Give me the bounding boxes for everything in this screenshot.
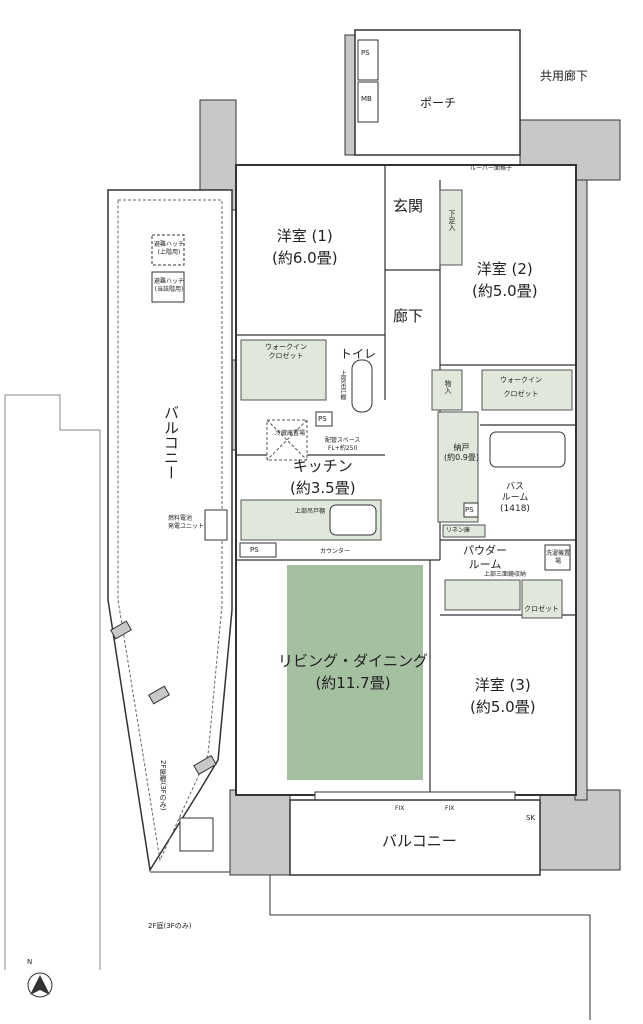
counter-label: カウンター <box>320 548 351 555</box>
sk-label: SK <box>526 814 536 822</box>
porch <box>354 29 521 156</box>
common-corridor: 共用廊下 <box>540 69 589 83</box>
mb-label: MB <box>361 95 372 103</box>
room-name: キッチン <box>292 457 353 475</box>
room-name: 洋室 (2) <box>476 260 533 278</box>
toilet-bowl <box>351 359 373 413</box>
hatch-lower-label: 避難ハッチ(当該階用) <box>154 278 184 294</box>
north-arrow-icon <box>30 975 50 995</box>
label-line: (上階用) <box>157 249 181 256</box>
living-floor <box>287 565 423 780</box>
garden-label: 2F庭(3Fのみ) <box>148 922 192 930</box>
north-label: N <box>27 958 33 966</box>
label-line: クロゼット <box>268 352 304 360</box>
room-entrance: 玄関 <box>393 197 424 215</box>
fix-label: FIX <box>445 805 455 812</box>
room-hallway: 廊下 <box>393 307 424 325</box>
label-line: (当該階用) <box>154 286 184 293</box>
room-western-3: 洋室 (3) (約5.0畳) <box>470 674 536 718</box>
room-western-1: 洋室 (1) (約6.0畳) <box>272 225 338 269</box>
ps-label: PS <box>250 546 259 554</box>
room-name: 洋室 (1) <box>276 227 333 245</box>
label-line: ウォークイン <box>500 376 542 384</box>
room-name: リビング・ダイニング <box>278 652 429 670</box>
south-balcony <box>289 799 541 876</box>
fix-label: FIX <box>395 805 405 812</box>
room-name: ルーム <box>468 558 502 571</box>
room-size: (約3.5畳) <box>290 479 356 497</box>
washer-space-label: 洗濯機置場 <box>546 550 571 565</box>
room-size: (約0.9畳) <box>444 453 479 462</box>
label-line: FL+約250 <box>328 445 358 452</box>
linen-label: リネン庫 <box>446 527 471 534</box>
room-name: 洋室 (3) <box>474 676 531 694</box>
side-balcony-label: バルコニー <box>162 405 180 480</box>
wic-1-label: ウォークインクロゼット <box>265 343 307 361</box>
side-balcony <box>107 189 233 873</box>
room-size: (約6.0畳) <box>272 249 338 267</box>
wic-2-label: ウォークインクロゼット <box>500 373 542 401</box>
room-bath: バスルーム(1418) <box>500 482 530 515</box>
garden-boundary <box>150 871 591 1020</box>
fridge-space-label: 冷蔵庫置場 <box>275 430 306 437</box>
label-line: 避難ハッチ <box>154 278 185 285</box>
ps-label: PS <box>318 415 327 423</box>
hatch-upper-label: 避難ハッチ(上階用) <box>154 241 184 257</box>
fuel-cell-label: 燃料電池発電ユニット <box>168 515 204 531</box>
louver-label: ルーバー面格子 <box>470 165 512 172</box>
bathtub <box>489 431 566 468</box>
label-line: クロゼット <box>503 390 539 398</box>
room-size: (約11.7畳) <box>315 674 391 692</box>
mirror-storage-label: 上部三面鏡収納 <box>484 571 527 578</box>
garden-outline <box>4 394 101 970</box>
ps-label: PS <box>465 506 474 514</box>
room-living: リビング・ダイニング (約11.7畳) <box>278 650 428 694</box>
room-name: 納戸 <box>453 443 470 452</box>
room-name: ルーム <box>501 493 529 503</box>
sink <box>329 504 377 536</box>
shoe-cabinet-label: 下足入 <box>448 210 456 231</box>
upper-cabinet-label: 上部吊戸棚 <box>295 508 326 515</box>
room-porch: ポーチ <box>420 96 457 110</box>
label-line: 燃料電池 <box>168 515 193 522</box>
room-storeroom: 納戸(約0.9畳) <box>444 443 479 463</box>
label-line: 発電ユニット <box>168 523 205 530</box>
roof-label: 2F屋根(3Fのみ) <box>159 760 167 811</box>
room-toilet: トイレ <box>340 347 377 361</box>
label-line: 避難ハッチ <box>154 241 185 248</box>
label-line: 配管スペース <box>325 437 361 444</box>
room-size: (1418) <box>500 504 530 514</box>
room-western-2: 洋室 (2) (約5.0畳) <box>472 258 538 302</box>
room-size: (約5.0畳) <box>470 698 536 716</box>
ps-label: PS <box>361 49 370 57</box>
room-name: パウダー <box>463 544 507 557</box>
south-balcony-label: バルコニー <box>382 832 457 850</box>
storage-label: 物入 <box>444 380 452 394</box>
room-size: (約5.0畳) <box>472 282 538 300</box>
toilet-cabinet-label: 上部吊戸棚 <box>339 370 346 400</box>
room-powder: パウダールーム <box>463 544 507 572</box>
closet-3-label: クロゼット <box>524 605 559 613</box>
label-line: ウォークイン <box>265 343 307 351</box>
room-kitchen: キッチン (約3.5畳) <box>290 455 356 499</box>
room-name: バス <box>505 482 524 492</box>
